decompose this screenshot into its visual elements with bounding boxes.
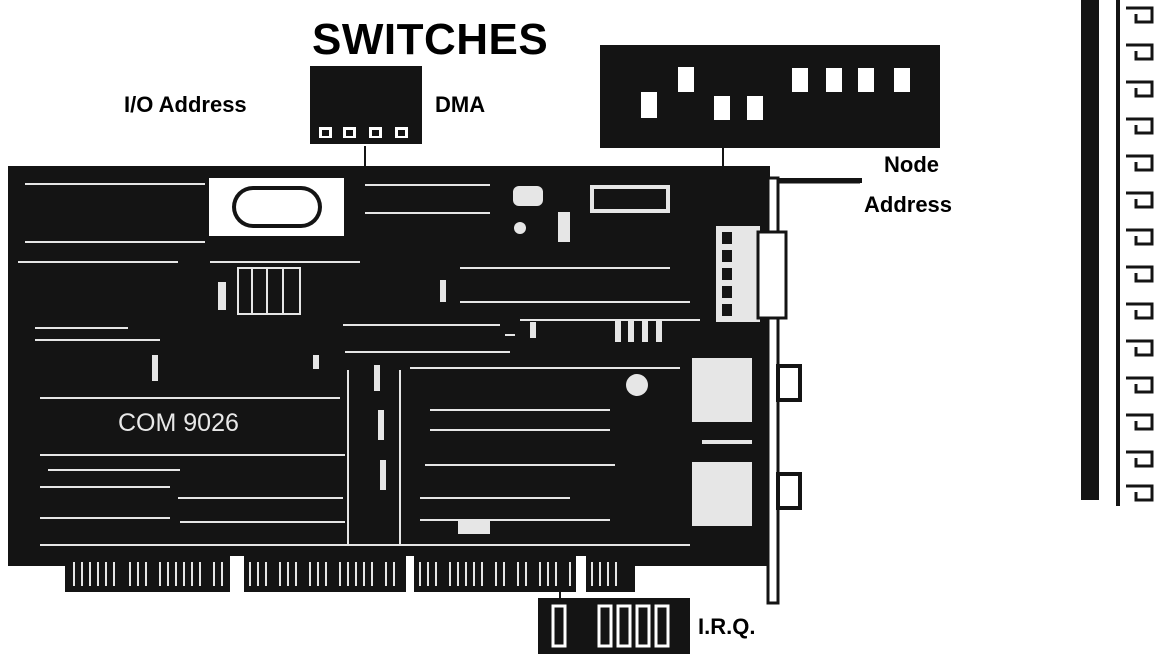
mounting-bracket: [758, 178, 862, 603]
edge-connector: [65, 556, 635, 592]
address-label: Address: [864, 192, 952, 217]
bnc-housing-top: [692, 358, 752, 422]
irq-label: I.R.Q.: [698, 614, 755, 639]
io-address-label: I/O Address: [124, 92, 247, 117]
bnc-connector-top: [778, 366, 800, 400]
io-dma-switch-block: [310, 66, 422, 144]
bnc-housing-bottom: [692, 462, 752, 526]
right-edge-strip: [1081, 0, 1152, 506]
node-label: Node: [884, 152, 939, 177]
com9026-chip-label: COM 9026: [118, 409, 239, 437]
network-card-board: COM 9026: [8, 166, 770, 592]
irq-jumper-block: [538, 598, 690, 654]
bnc-connector-bottom: [778, 474, 800, 508]
dma-label: DMA: [435, 92, 485, 117]
node-address-switch: [600, 45, 940, 148]
switches-title: SWITCHES: [312, 15, 548, 64]
